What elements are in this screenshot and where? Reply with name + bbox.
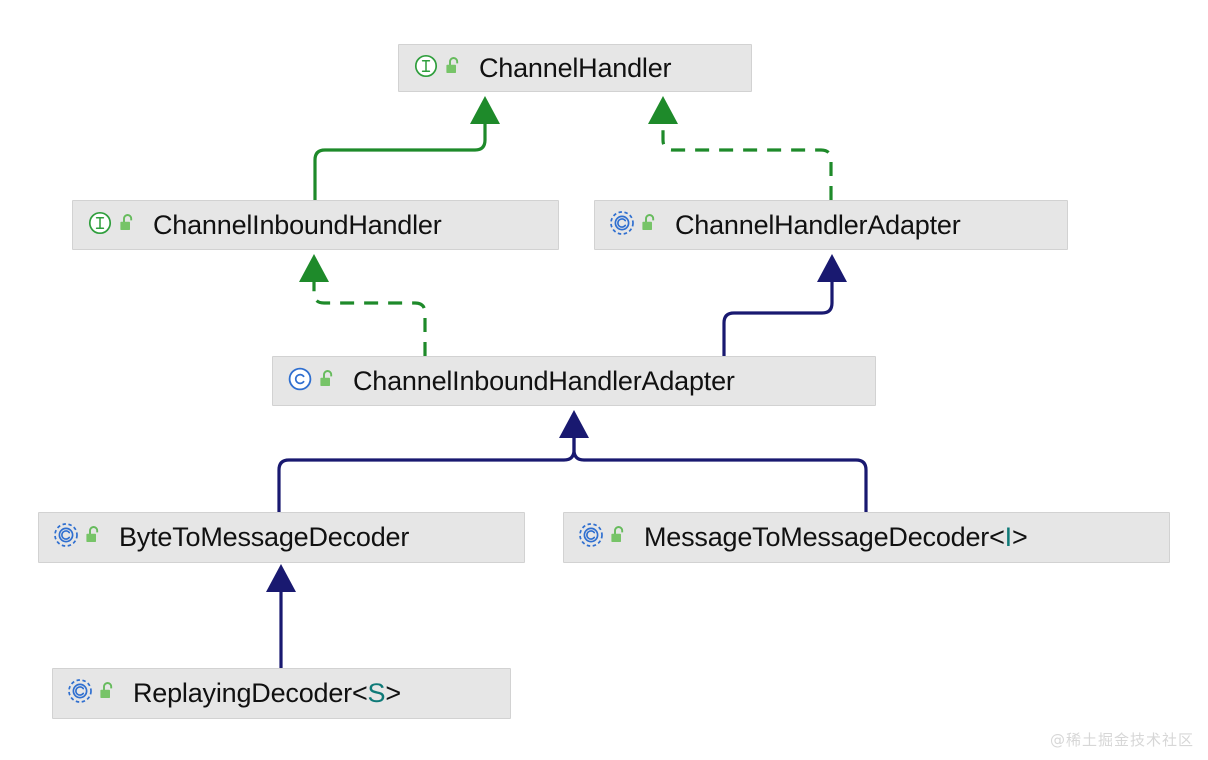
node-icons (53, 522, 101, 553)
node-label: ChannelHandlerAdapter (675, 209, 961, 240)
generic-open-angle: < (989, 522, 1005, 552)
edge-byte-to-message-decoder-extends-channel-inbound-handler-adapter (277, 410, 589, 512)
generic-type-parameter: I (1004, 522, 1013, 552)
node-label: ChannelHandler (479, 52, 672, 83)
class-icon (287, 366, 313, 397)
generic-type-parameter: S (367, 678, 386, 708)
node-label: ReplayingDecoder<S> (133, 678, 401, 708)
node-label: MessageToMessageDecoder<I> (644, 522, 1028, 552)
node-icons (413, 53, 461, 84)
abstract-class-icon (609, 210, 635, 241)
abstract-class-icon (67, 678, 93, 709)
watermark-text: @稀土掘金技术社区 (1049, 731, 1194, 749)
class-node-channel-handler-adapter[interactable]: ChannelHandlerAdapter (594, 200, 1068, 250)
abstract-class-icon (53, 522, 79, 553)
abstract-class-icon (578, 522, 604, 553)
edge-channel-inbound-handler-adapter-extends-channel-handler-adapter (722, 254, 847, 356)
unlocked-padlock-icon (609, 525, 626, 550)
node-icons (609, 210, 657, 241)
node-label: ChannelInboundHandler (153, 209, 442, 240)
class-node-byte-to-message-decoder[interactable]: ByteToMessageDecoder (38, 512, 525, 563)
class-node-message-to-message-decoder[interactable]: MessageToMessageDecoder<I> (563, 512, 1170, 563)
generic-close-angle: > (1011, 522, 1028, 552)
node-icons (87, 210, 135, 241)
unlocked-padlock-icon (318, 369, 335, 394)
unlocked-padlock-icon (98, 681, 115, 706)
edge-channel-inbound-handler-adapter-implements-channel-inbound-handler (299, 254, 427, 356)
edge-channel-handler-adapter-implements-channel-handler (648, 96, 833, 200)
class-node-channel-inbound-handler-adapter[interactable]: ChannelInboundHandlerAdapter (272, 356, 876, 406)
node-icons (67, 678, 115, 709)
edge-channel-inbound-handler-extends-channel-handler (313, 96, 500, 200)
node-icons (287, 366, 335, 397)
edge-replaying-decoder-extends-byte-to-message-decoder (266, 564, 296, 668)
class-node-channel-inbound-handler[interactable]: ChannelInboundHandler (72, 200, 559, 250)
node-label: ChannelInboundHandlerAdapter (353, 365, 735, 396)
class-node-channel-handler[interactable]: ChannelHandler (398, 44, 752, 92)
class-node-replaying-decoder[interactable]: ReplayingDecoder<S> (52, 668, 511, 719)
generic-close-angle: > (385, 678, 401, 708)
node-label: ByteToMessageDecoder (119, 522, 410, 552)
edge-message-to-message-decoder-extends-channel-inbound-handler-adapter (572, 430, 868, 512)
unlocked-padlock-icon (640, 213, 657, 238)
node-icons (578, 522, 626, 553)
unlocked-padlock-icon (84, 525, 101, 550)
generic-open-angle: < (351, 678, 368, 708)
unlocked-padlock-icon (444, 56, 461, 81)
interface-icon (413, 53, 439, 84)
unlocked-padlock-icon (118, 213, 135, 238)
interface-icon (87, 210, 113, 241)
